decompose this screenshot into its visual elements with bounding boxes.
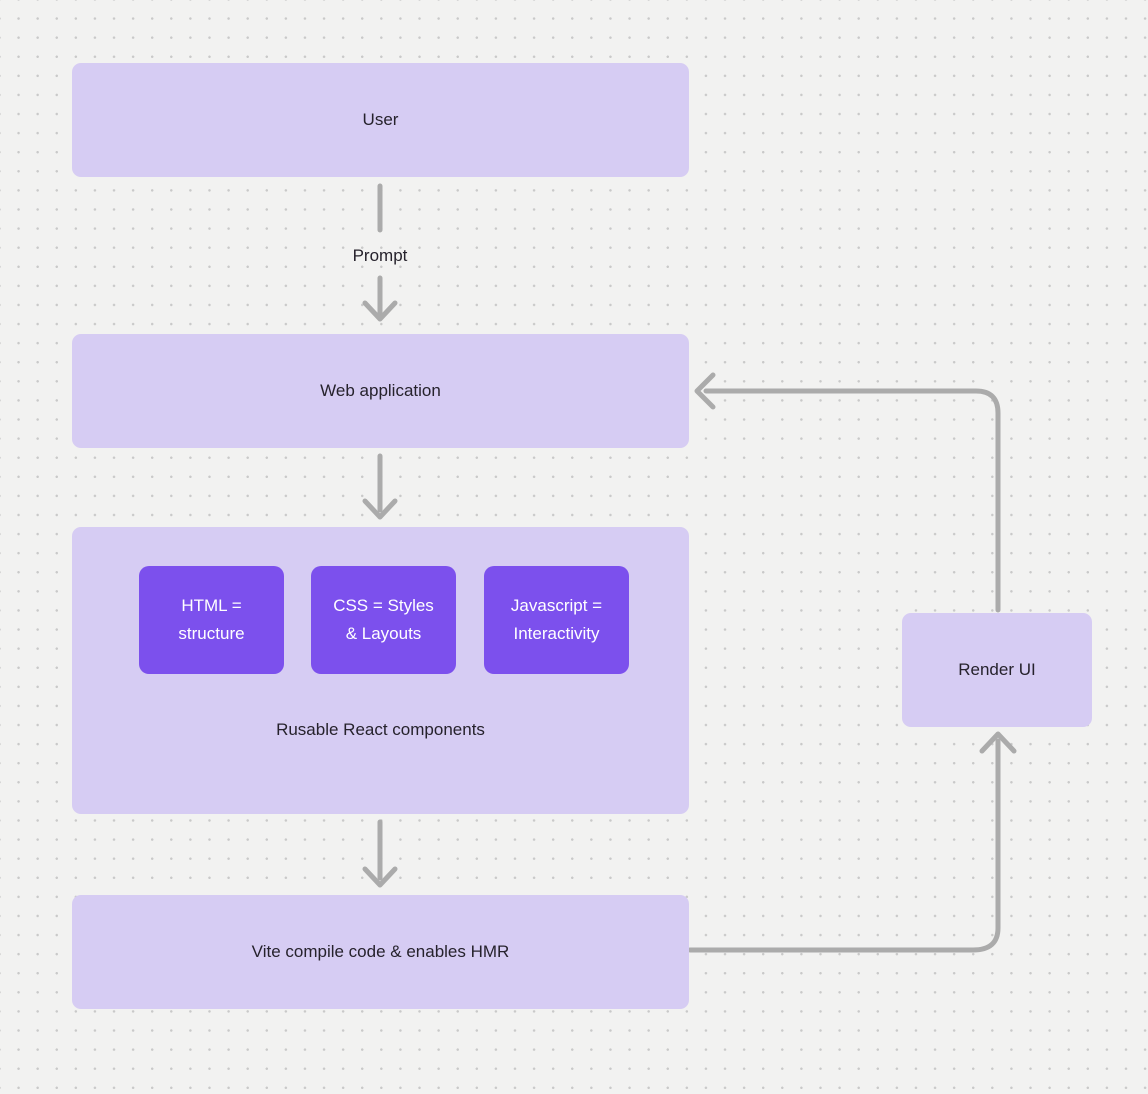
node-render-ui-label: Render UI [958,660,1036,679]
arrowhead-into-vite [362,866,398,888]
components-group-caption: Rusable React components [276,720,485,739]
node-vite[interactable]: Vite compile code & enables HMR [72,895,689,1009]
chip-css-label: CSS = Styles & Layouts [333,596,434,643]
arrowhead-into-webapp [362,300,398,322]
node-components-group[interactable]: HTML = structure CSS = Styles & Layouts … [72,527,689,814]
arrowhead-into-components [362,498,398,520]
node-render-ui[interactable]: Render UI [902,613,1092,727]
node-web-application[interactable]: Web application [72,334,689,448]
chip-javascript[interactable]: Javascript = Interactivity [484,566,629,674]
chip-javascript-label: Javascript = Interactivity [510,596,603,643]
chip-html[interactable]: HTML = structure [139,566,284,674]
edge-vite-to-renderui [687,738,1001,953]
arrowhead-into-renderui [979,731,1017,754]
chip-html-label: HTML = structure [178,596,245,643]
edge-renderui-to-webapp [703,388,1001,613]
arrowhead-into-webapp-right [694,372,716,410]
node-user[interactable]: User [72,63,689,177]
node-user-label: User [362,110,399,129]
chip-css[interactable]: CSS = Styles & Layouts [311,566,456,674]
node-vite-label: Vite compile code & enables HMR [251,942,510,961]
edge-label-prompt: Prompt [352,246,408,265]
node-web-application-label: Web application [320,381,441,400]
